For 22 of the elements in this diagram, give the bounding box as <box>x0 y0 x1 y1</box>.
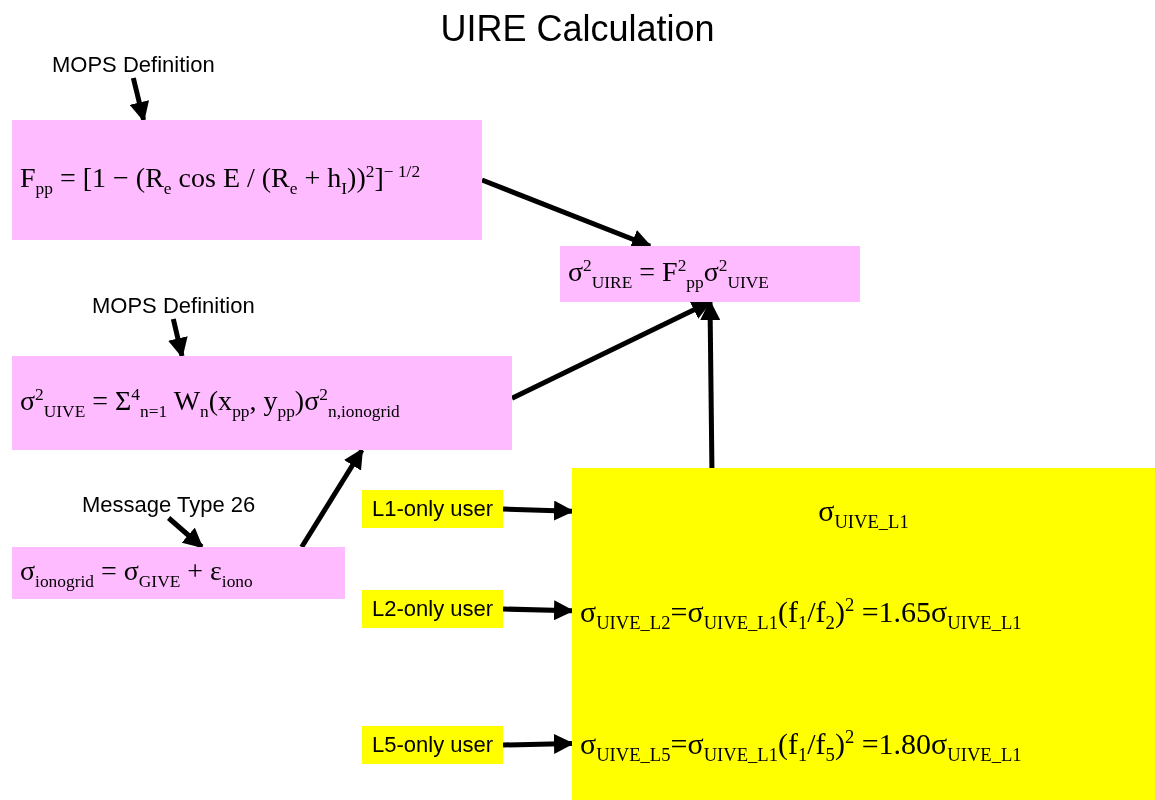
arrow <box>503 733 574 754</box>
note-label: Message Type 26 <box>82 492 256 518</box>
user-type-box: L5-only user <box>362 726 504 764</box>
formula-text: σ$_{UIVE_L5}$=σ$_{UIVE_L1}$(f$_{1}$/f$_{5}$)$^{2}$ =1.80σ$_{UIVE_L1}$ <box>580 726 1022 766</box>
user-type-box: L1-only user <box>362 490 504 528</box>
arrow <box>700 300 721 469</box>
note-label: MOPS Definition <box>92 293 255 319</box>
title: UIRE Calculation <box>439 8 716 50</box>
formula-box: σ$_{ionogrid}$ = σ$_{GIVE}$ + ε$_{iono}$ <box>12 547 345 599</box>
user-type-box: L2-only user <box>362 590 504 628</box>
arrow <box>129 77 150 122</box>
arrow <box>167 516 204 549</box>
formula-text: σ$_{UIVE_L1}$ <box>817 494 910 533</box>
arrow <box>481 177 652 249</box>
arrow <box>503 500 574 521</box>
arrow <box>299 448 365 549</box>
arrow <box>168 318 188 358</box>
formula-panel <box>572 468 1155 800</box>
formula-box: F$_{pp}$ = [1 − (R$_{e}$ cos E / (R$_{e}$ + h$_{I}$))$^{2}$]$^{− 1/2}$ <box>12 120 482 240</box>
formula-text: σ$_{UIVE_L2}$=σ$_{UIVE_L1}$(f$_{1}$/f$_{2}$)$^{2}$ =1.65σ$_{UIVE_L1}$ <box>580 594 1022 634</box>
arrow <box>503 600 574 621</box>
note-label: MOPS Definition <box>52 52 215 78</box>
